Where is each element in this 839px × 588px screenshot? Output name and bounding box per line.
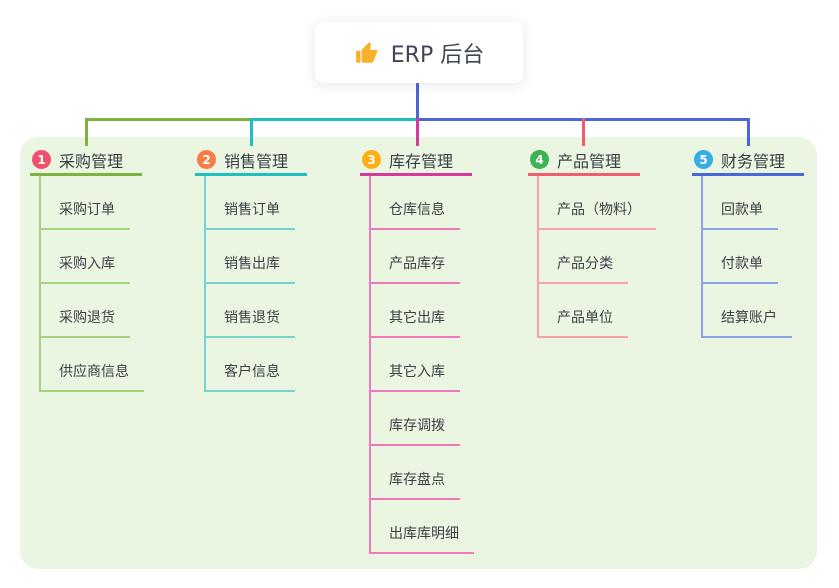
panel bbox=[20, 137, 817, 569]
child-label: 库存调拨 bbox=[371, 415, 460, 446]
connector-bus-mid bbox=[251, 118, 418, 121]
connector-drop-product bbox=[582, 118, 585, 146]
child-node[interactable]: 仓库信息 bbox=[371, 176, 474, 230]
child-node[interactable]: 库存盘点 bbox=[371, 446, 474, 500]
branch-title: 销售管理 bbox=[224, 151, 289, 171]
thumbs-up-icon bbox=[354, 40, 380, 66]
child-node[interactable]: 产品库存 bbox=[371, 230, 474, 284]
branch-node-sales[interactable]: 2 销售管理 bbox=[195, 146, 307, 176]
child-node[interactable]: 回款单 bbox=[703, 176, 792, 230]
child-node[interactable]: 采购入库 bbox=[41, 230, 144, 284]
child-label: 产品单位 bbox=[539, 307, 628, 338]
child-node[interactable]: 销售出库 bbox=[206, 230, 295, 284]
child-label: 其它出库 bbox=[371, 307, 460, 338]
child-node[interactable]: 产品（物料） bbox=[539, 176, 656, 230]
connector-drop-sales bbox=[250, 118, 253, 146]
child-label: 产品库存 bbox=[371, 253, 460, 284]
connector-drop-procurement bbox=[85, 118, 88, 146]
child-label: 库存盘点 bbox=[371, 469, 460, 500]
branch-product: 4 产品管理 产品（物料） 产品分类 产品单位 bbox=[528, 146, 698, 338]
connector-bus-left bbox=[86, 118, 253, 121]
branch-title: 采购管理 bbox=[59, 151, 124, 171]
child-node[interactable]: 销售退货 bbox=[206, 284, 295, 338]
child-node[interactable]: 产品分类 bbox=[539, 230, 656, 284]
child-label: 出库库明细 bbox=[371, 523, 474, 554]
child-label: 其它入库 bbox=[371, 361, 460, 392]
connector-root-stem bbox=[416, 80, 419, 121]
child-node[interactable]: 其它入库 bbox=[371, 338, 474, 392]
branch-title: 财务管理 bbox=[721, 151, 786, 171]
child-label: 采购入库 bbox=[41, 253, 130, 284]
child-node[interactable]: 采购退货 bbox=[41, 284, 144, 338]
connector-drop-inventory bbox=[416, 118, 419, 146]
branch-node-finance[interactable]: 5 财务管理 bbox=[692, 146, 804, 176]
branch-children: 仓库信息 产品库存 其它出库 其它入库 库存调拨 库存盘点 出库库明细 bbox=[369, 176, 474, 554]
branch-number-badge: 4 bbox=[530, 150, 549, 169]
child-label: 销售退货 bbox=[206, 307, 295, 338]
branch-node-procurement[interactable]: 1 采购管理 bbox=[30, 146, 142, 176]
branch-number-badge: 2 bbox=[197, 150, 216, 169]
child-label: 销售出库 bbox=[206, 253, 295, 284]
child-node[interactable]: 出库库明细 bbox=[371, 500, 474, 554]
branch-sales: 2 销售管理 销售订单 销售出库 销售退货 客户信息 bbox=[195, 146, 365, 392]
child-node[interactable]: 销售订单 bbox=[206, 176, 295, 230]
child-node[interactable]: 库存调拨 bbox=[371, 392, 474, 446]
branch-node-inventory[interactable]: 3 库存管理 bbox=[360, 146, 472, 176]
root-label: ERP 后台 bbox=[390, 42, 485, 68]
child-node[interactable]: 供应商信息 bbox=[41, 338, 144, 392]
branch-inventory: 3 库存管理 仓库信息 产品库存 其它出库 其它入库 库存调拨 库存盘点 出库库… bbox=[360, 146, 530, 554]
child-node[interactable]: 客户信息 bbox=[206, 338, 295, 392]
child-node[interactable]: 其它出库 bbox=[371, 284, 474, 338]
branch-title: 库存管理 bbox=[389, 151, 454, 171]
branch-children: 销售订单 销售出库 销售退货 客户信息 bbox=[204, 176, 295, 392]
branch-title: 产品管理 bbox=[557, 151, 622, 171]
branch-procurement: 1 采购管理 采购订单 采购入库 采购退货 供应商信息 bbox=[30, 146, 200, 392]
branch-children: 回款单 付款单 结算账户 bbox=[701, 176, 792, 338]
connector-drop-finance bbox=[747, 118, 750, 146]
child-label: 产品（物料） bbox=[539, 199, 656, 230]
branch-number-badge: 1 bbox=[32, 150, 51, 169]
child-label: 回款单 bbox=[703, 199, 778, 230]
child-node[interactable]: 采购订单 bbox=[41, 176, 144, 230]
child-label: 采购退货 bbox=[41, 307, 130, 338]
branch-number-badge: 5 bbox=[694, 150, 713, 169]
child-label: 采购订单 bbox=[41, 199, 130, 230]
child-node[interactable]: 产品单位 bbox=[539, 284, 656, 338]
child-label: 销售订单 bbox=[206, 199, 295, 230]
child-label: 结算账户 bbox=[703, 307, 792, 338]
child-label: 客户信息 bbox=[206, 361, 295, 392]
child-label: 产品分类 bbox=[539, 253, 628, 284]
child-node[interactable]: 结算账户 bbox=[703, 284, 792, 338]
child-node[interactable]: 付款单 bbox=[703, 230, 792, 284]
branch-children: 采购订单 采购入库 采购退货 供应商信息 bbox=[39, 176, 144, 392]
branch-node-product[interactable]: 4 产品管理 bbox=[528, 146, 640, 176]
child-label: 供应商信息 bbox=[41, 361, 144, 392]
branch-children: 产品（物料） 产品分类 产品单位 bbox=[537, 176, 656, 338]
branch-number-badge: 3 bbox=[362, 150, 381, 169]
root-node[interactable]: ERP 后台 bbox=[315, 22, 523, 83]
child-label: 仓库信息 bbox=[371, 199, 460, 230]
branch-finance: 5 财务管理 回款单 付款单 结算账户 bbox=[692, 146, 839, 338]
child-label: 付款单 bbox=[703, 253, 778, 284]
